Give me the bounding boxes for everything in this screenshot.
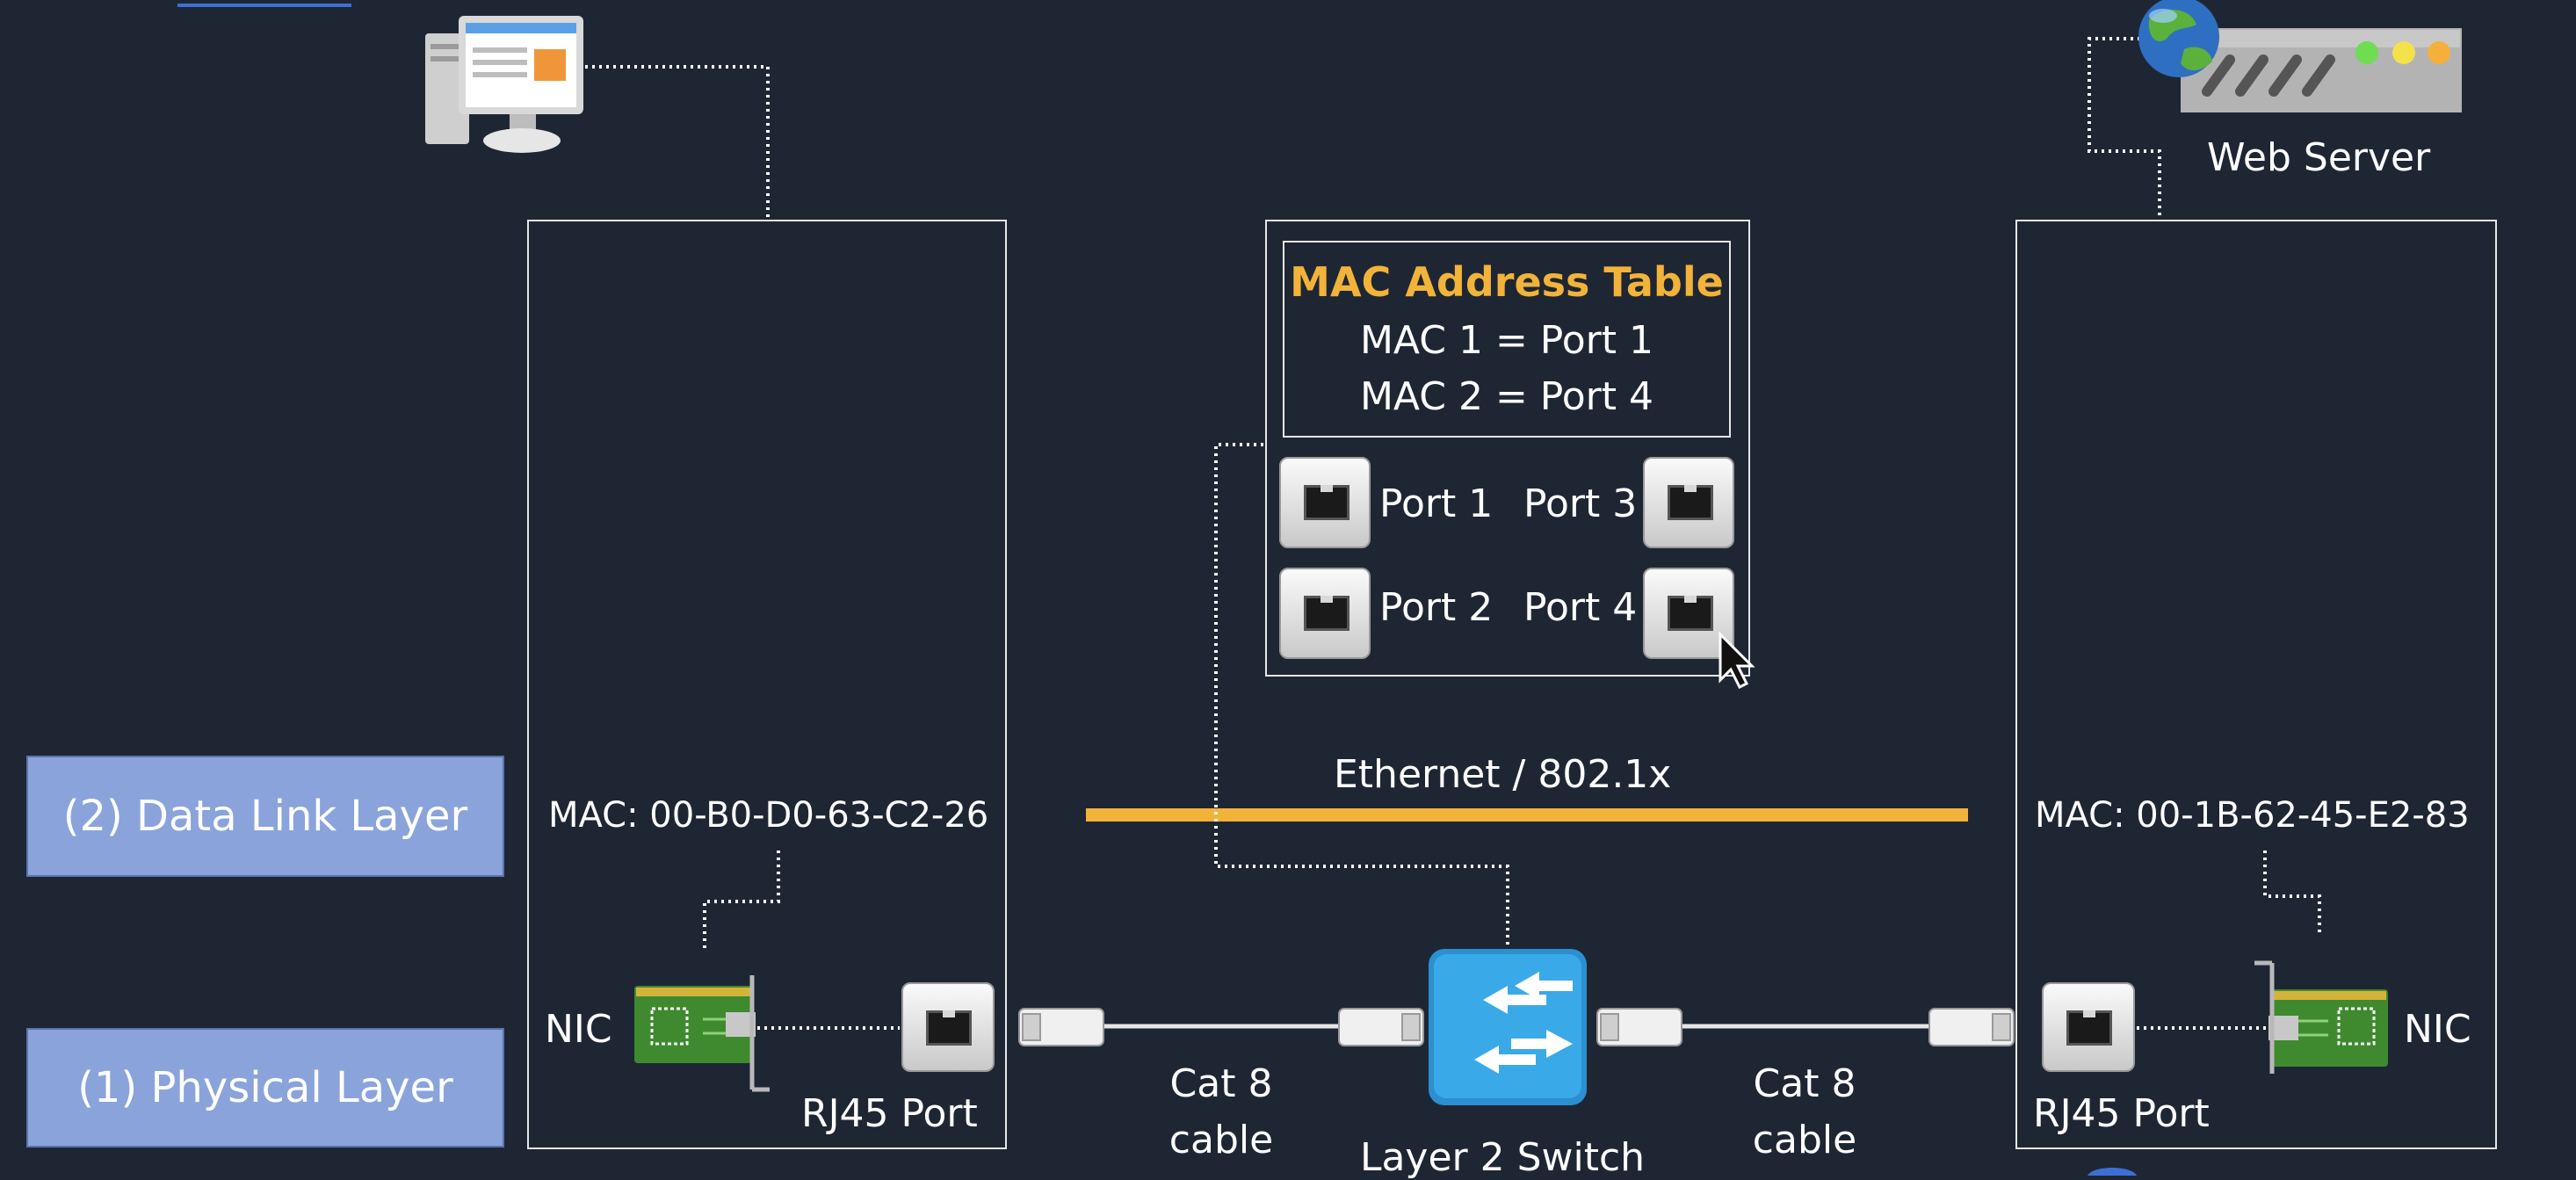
port-1-label: Port 1 xyxy=(1379,481,1494,526)
switch-port-1-icon xyxy=(1279,457,1371,548)
server-link-line xyxy=(2088,37,2161,220)
left-plug-b-icon xyxy=(1338,1008,1424,1046)
switch-icon xyxy=(1429,949,1587,1105)
right-cable-label-line2: cable xyxy=(1752,1118,1857,1162)
partial-blue-icon xyxy=(2088,1168,2137,1176)
right-host-box xyxy=(2015,220,2497,1149)
globe-icon xyxy=(2138,0,2219,77)
switch-internal-line xyxy=(1214,443,1509,952)
web-server-icon xyxy=(2181,28,2462,112)
left-nic-card-icon xyxy=(634,975,770,1092)
data-link-layer-label: (2) Data Link Layer xyxy=(26,756,504,877)
mouse-cursor-icon xyxy=(1719,631,1755,690)
right-rj45-port-icon xyxy=(2042,982,2135,1072)
port-3-label: Port 3 xyxy=(1523,481,1638,526)
mac-table-title: MAC Address Table xyxy=(1290,258,1724,306)
right-mac-address: MAC: 00-1B-62-45-E2-83 xyxy=(2035,795,2470,836)
mac-table-entry-2: MAC 2 = Port 4 xyxy=(1359,374,1654,419)
left-rj45-port-icon xyxy=(901,982,995,1072)
physical-layer-label: (1) Physical Layer xyxy=(26,1028,504,1147)
left-rj45-label: RJ45 Port xyxy=(801,1091,978,1136)
switch-box xyxy=(1265,220,1750,677)
left-cable-label-line1: Cat 8 xyxy=(1169,1061,1273,1106)
desktop-computer-icon xyxy=(425,16,583,153)
left-plug-a-icon xyxy=(1018,1008,1104,1046)
right-nic-label: NIC xyxy=(2404,1007,2471,1052)
left-host-box xyxy=(527,220,1007,1149)
switch-port-3-icon xyxy=(1643,457,1734,548)
left-cable-label-line2: cable xyxy=(1169,1118,1274,1162)
left-mac-nic-line xyxy=(703,851,780,952)
ethernet-bar xyxy=(1086,808,1968,822)
right-nic-card-icon xyxy=(2254,960,2388,1074)
web-server-label: Web Server xyxy=(2207,135,2431,180)
port-4-label: Port 4 xyxy=(1523,585,1638,630)
left-nic-label: NIC xyxy=(545,1007,612,1052)
right-mac-nic-line xyxy=(2263,851,2321,937)
ethernet-protocol-label: Ethernet / 802.1x xyxy=(1334,752,1672,797)
top-accent-line xyxy=(177,4,351,7)
switch-label: Layer 2 Switch xyxy=(1359,1135,1646,1180)
mac-table-entry-1: MAC 1 = Port 1 xyxy=(1359,318,1654,363)
left-mac-address: MAC: 00-B0-D0-63-C2-26 xyxy=(548,795,989,836)
right-cable-label-line1: Cat 8 xyxy=(1753,1061,1856,1106)
right-plug-a-icon xyxy=(1596,1008,1682,1046)
mac-address-table xyxy=(1283,241,1731,438)
right-rj45-label: RJ45 Port xyxy=(2033,1091,2210,1136)
right-plug-b-icon xyxy=(1928,1008,2015,1046)
switch-port-2-icon xyxy=(1279,568,1371,659)
computer-link-line xyxy=(585,65,770,220)
port-2-label: Port 2 xyxy=(1379,585,1494,630)
